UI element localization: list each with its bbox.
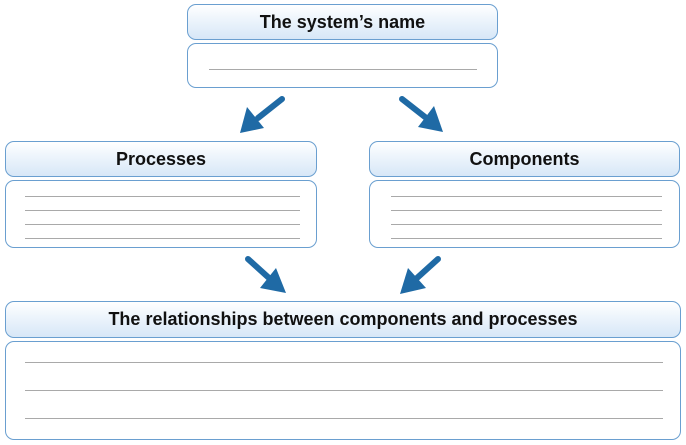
system-name-title: The system’s name	[259, 11, 426, 32]
answer-line	[25, 390, 663, 391]
processes-header: Processes	[5, 141, 317, 177]
answer-line	[25, 196, 300, 197]
answer-line	[391, 224, 662, 225]
answer-line	[25, 418, 663, 419]
processes-title: Processes	[115, 148, 207, 169]
components-header: Components	[369, 141, 680, 177]
system-name-header: The system’s name	[187, 4, 498, 40]
relationships-header: The relationships between components and…	[5, 301, 681, 338]
processes-answer-box[interactable]	[5, 180, 317, 248]
system-name-answer-box[interactable]	[187, 43, 498, 88]
answer-line	[391, 196, 662, 197]
relationships-title: The relationships between components and…	[108, 309, 578, 329]
answer-line	[391, 238, 662, 239]
relationships-answer-box[interactable]	[5, 341, 681, 440]
answer-line	[209, 69, 477, 70]
answer-line	[25, 362, 663, 363]
answer-line	[25, 224, 300, 225]
answer-line	[25, 238, 300, 239]
answer-line	[25, 210, 300, 211]
components-title: Components	[469, 148, 580, 169]
components-answer-box[interactable]	[369, 180, 680, 248]
answer-line	[391, 210, 662, 211]
